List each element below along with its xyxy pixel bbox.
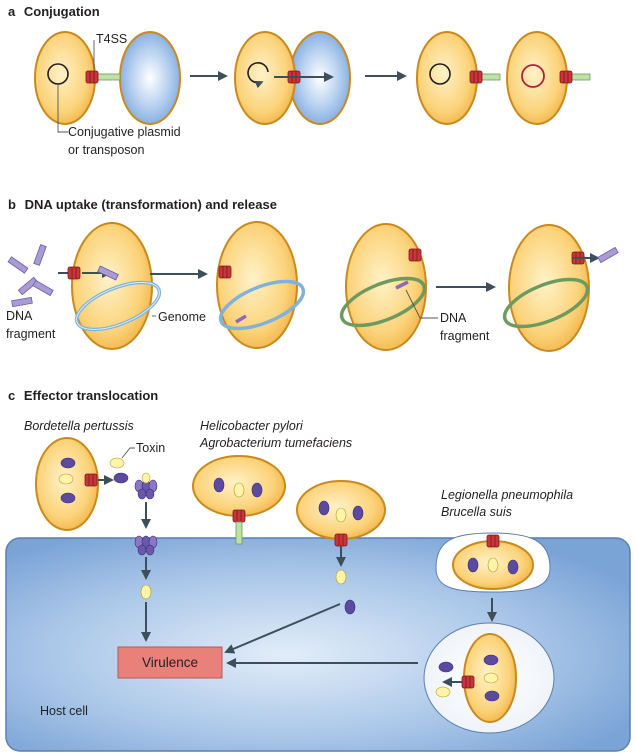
effector-purple bbox=[507, 559, 519, 575]
effector-yellow bbox=[483, 672, 499, 684]
genome-inner bbox=[76, 282, 160, 330]
effector-purple bbox=[318, 500, 330, 516]
label-virulence: Virulence bbox=[142, 655, 198, 670]
t4ss-channel bbox=[469, 70, 483, 84]
toxin-leader bbox=[121, 447, 135, 459]
pilus bbox=[235, 521, 243, 545]
bacterial-cell bbox=[345, 223, 427, 351]
dna-fragment bbox=[597, 246, 619, 264]
label-helicobacter: Helicobacter pylori bbox=[200, 419, 304, 433]
effector-purple bbox=[484, 690, 500, 702]
effector-yellow bbox=[140, 584, 152, 600]
effector-yellow bbox=[487, 557, 499, 573]
effector-purple bbox=[213, 477, 225, 493]
effector-purple bbox=[483, 654, 499, 666]
effector-purple bbox=[467, 557, 479, 573]
toxin-purple bbox=[113, 472, 129, 484]
panel-b-heading: b DNA uptake (transformation) and releas… bbox=[8, 197, 277, 212]
effector-yellow bbox=[335, 569, 347, 585]
label-dna-fragment-line2: fragment bbox=[6, 327, 56, 341]
effector-purple bbox=[352, 505, 364, 521]
dna-fragment bbox=[11, 296, 33, 308]
label-toxin: Toxin bbox=[136, 441, 165, 455]
genome bbox=[502, 277, 590, 329]
label-bordetella: Bordetella pertussis bbox=[24, 419, 134, 433]
t4ss-channel bbox=[559, 70, 573, 84]
integrated-fragment bbox=[235, 314, 247, 324]
label-dna-fragment2-line2: fragment bbox=[440, 329, 490, 343]
t4ss-channel bbox=[486, 534, 500, 548]
transferred-plasmid bbox=[521, 64, 545, 88]
release-channel bbox=[408, 248, 422, 262]
panel-a-letter: a bbox=[8, 4, 16, 19]
dna-fragment bbox=[33, 244, 47, 266]
panel-b-title: DNA uptake (transformation) and release bbox=[25, 197, 277, 212]
donor-cell bbox=[416, 31, 478, 125]
effector-purple bbox=[60, 457, 76, 469]
t4ss-channel bbox=[334, 533, 348, 547]
effector-to-virulence-arrow bbox=[224, 603, 341, 654]
dna-fragment2-leader bbox=[405, 289, 438, 319]
t4ss-channel bbox=[85, 70, 99, 84]
effector-purple bbox=[60, 492, 76, 504]
plasmid bbox=[429, 63, 451, 85]
effector-yellow bbox=[233, 482, 245, 498]
dna-fragment bbox=[97, 265, 119, 281]
panel-c-heading: c Effector translocation bbox=[8, 388, 158, 403]
dna-fragment bbox=[17, 276, 39, 296]
panel-a-title: Conjugation bbox=[24, 4, 100, 19]
competence-channel bbox=[218, 265, 232, 279]
panel-a-heading: a Conjugation bbox=[8, 4, 100, 19]
genome bbox=[339, 276, 427, 328]
label-dna-fragment2-line1: DNA bbox=[440, 311, 467, 325]
label-genome: Genome bbox=[158, 310, 206, 324]
excised-fragment bbox=[395, 280, 409, 290]
bacterial-cell bbox=[508, 224, 590, 352]
assembled-toxin bbox=[134, 472, 158, 500]
t4ss-channel bbox=[232, 509, 246, 523]
label-plasmid-line2: or transposon bbox=[68, 143, 144, 157]
effector-purple bbox=[438, 661, 454, 673]
label-brucella: Brucella suis bbox=[441, 505, 512, 519]
label-dna-fragment-line1: DNA bbox=[6, 309, 33, 323]
effector-yellow bbox=[58, 473, 74, 485]
effector-purple bbox=[251, 482, 263, 498]
toxin-at-membrane bbox=[134, 535, 158, 556]
toxin-yellow bbox=[109, 457, 125, 469]
label-host-cell: Host cell bbox=[40, 704, 88, 718]
dna-fragment bbox=[7, 256, 29, 274]
pilus bbox=[95, 73, 121, 81]
plasmid-leader bbox=[57, 84, 68, 133]
virulence-box bbox=[117, 646, 223, 679]
t4ss-channel bbox=[84, 473, 98, 487]
dna-fragment bbox=[32, 279, 54, 297]
transconjugant-cell bbox=[506, 31, 568, 125]
label-legionella: Legionella pneumophila bbox=[441, 488, 573, 502]
recipient-cell bbox=[119, 31, 181, 125]
genome bbox=[218, 279, 306, 331]
label-t4ss: T4SS bbox=[96, 32, 127, 46]
plasmid-rolling bbox=[247, 62, 269, 89]
panel-b-letter: b bbox=[8, 197, 16, 212]
effector-purple bbox=[344, 599, 356, 615]
effector-yellow bbox=[335, 507, 347, 523]
t4ss-channel bbox=[461, 675, 475, 689]
panel-c-letter: c bbox=[8, 388, 15, 403]
competence-channel bbox=[67, 266, 81, 280]
effector-yellow bbox=[435, 686, 451, 698]
label-plasmid-line1: Conjugative plasmid bbox=[68, 125, 181, 139]
bacterial-cell bbox=[71, 222, 153, 350]
panel-c-title: Effector translocation bbox=[24, 388, 158, 403]
label-agrobacterium: Agrobacterium tumefaciens bbox=[199, 436, 352, 450]
